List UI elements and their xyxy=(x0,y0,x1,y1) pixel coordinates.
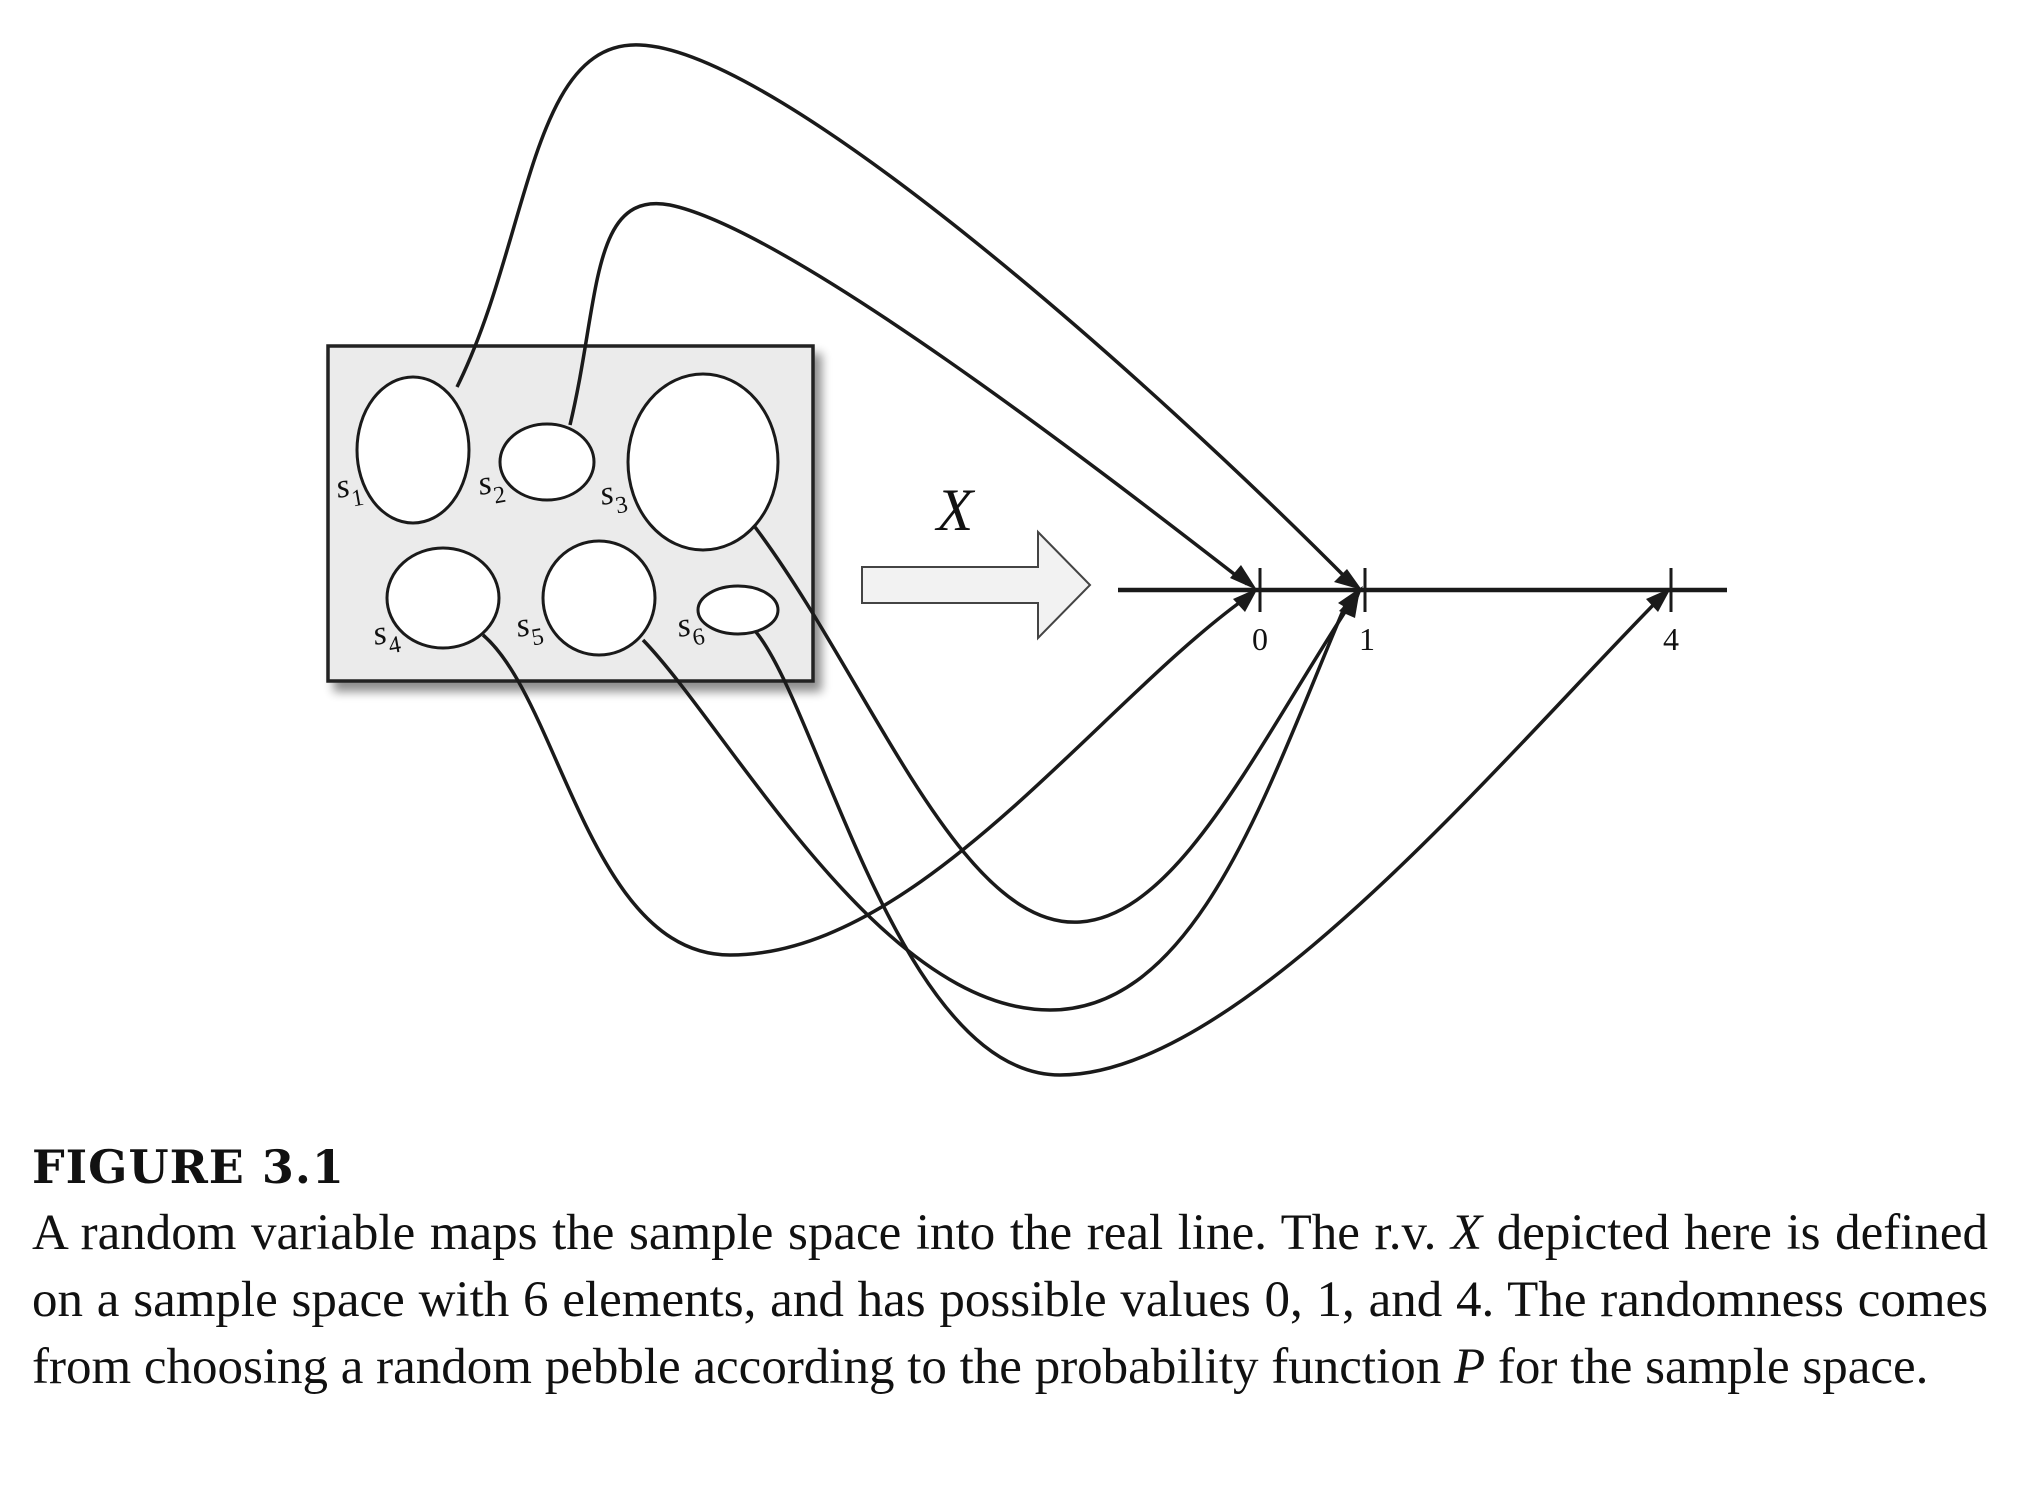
outcome-label-s6: s6 xyxy=(674,604,707,654)
pebble-s4 xyxy=(385,546,501,650)
tick-label-4: 4 xyxy=(1663,621,1679,657)
mapping-label: X xyxy=(935,477,976,543)
pebble-s1 xyxy=(355,375,471,525)
outcome-label-s3: s3 xyxy=(597,472,630,522)
mapping-arrow-icon xyxy=(861,529,1092,641)
arrowhead-s2 xyxy=(1230,565,1257,590)
outcome-label-s5: s5 xyxy=(513,604,546,654)
pebbles xyxy=(355,372,780,657)
arrowhead-s5 xyxy=(1339,589,1360,618)
outcome-label-s2: s2 xyxy=(475,462,508,512)
arrowhead-s6 xyxy=(1646,588,1671,612)
mapping-curve-s4 xyxy=(481,593,1252,957)
caption-text-part-1: A random variable maps the sample space … xyxy=(32,1205,1451,1261)
mapping-curve-s5 xyxy=(641,598,1350,1012)
caption-variable-p: P xyxy=(1453,1339,1486,1395)
caption-text-part-3: for the sample space. xyxy=(1485,1339,1929,1395)
mapping-curves xyxy=(455,43,1665,1077)
caption-title: FIGURE 3.1 xyxy=(32,1140,345,1194)
caption-text-part-2: depicted here is defined on a sample spa… xyxy=(32,1205,1988,1395)
random-variable-diagram: s1 s2 s3 s4 s5 s6 X 0 1 4 xyxy=(326,43,1727,1077)
pebble-s6 xyxy=(696,584,780,636)
pebble-s2 xyxy=(498,422,596,502)
arrowheads xyxy=(1230,565,1671,618)
arrowhead-s4 xyxy=(1233,588,1258,612)
real-line xyxy=(1118,568,1727,612)
mapping-curve-s3 xyxy=(753,525,1358,924)
tick-label-0: 0 xyxy=(1252,621,1268,657)
outcome-label-s1: s1 xyxy=(333,465,366,515)
outcome-labels: s1 s2 s3 s4 s5 s6 xyxy=(333,462,707,662)
arrowhead-s1 xyxy=(1334,569,1362,590)
mapping-curve-s6 xyxy=(754,593,1665,1077)
mapping-curve-s1 xyxy=(455,43,1354,586)
pebble-s5 xyxy=(541,539,657,657)
mapping-curve-s2 xyxy=(568,201,1249,586)
caption-variable-x: X xyxy=(1451,1205,1483,1261)
pebble-s3 xyxy=(626,372,780,552)
figure-caption: FIGURE 3.1 A random variable maps the sa… xyxy=(32,1140,1988,1401)
tick-label-1: 1 xyxy=(1359,621,1375,657)
caption-text: A random variable maps the sample space … xyxy=(32,1200,1988,1401)
outcome-label-s4: s4 xyxy=(370,612,403,662)
